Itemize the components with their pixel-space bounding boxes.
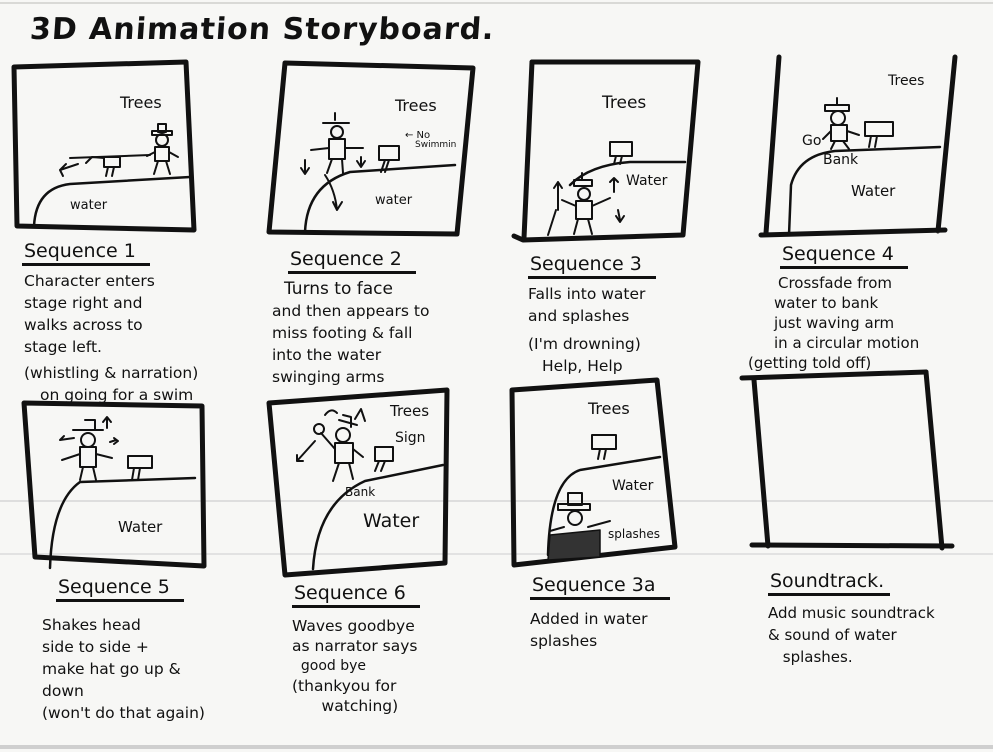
frame-sketch bbox=[511, 59, 701, 243]
description-line: (won't do that again) bbox=[42, 704, 205, 722]
sequence-heading: Sequence 5 bbox=[56, 576, 184, 602]
frame-sketch bbox=[758, 54, 958, 238]
storyboard-frame-soundtrack bbox=[739, 369, 993, 570]
label-trees: Trees bbox=[390, 402, 430, 420]
description-line: swinging arms bbox=[272, 368, 385, 386]
description-line: Character enters bbox=[24, 272, 155, 290]
description-line: splashes. bbox=[778, 648, 853, 666]
label-bank: Bank bbox=[345, 485, 376, 499]
frame-sketch bbox=[509, 377, 678, 568]
description-line: Waves goodbye bbox=[292, 617, 415, 635]
frame-sketch bbox=[739, 369, 955, 551]
description-line: Added in water bbox=[530, 610, 648, 628]
scan-line bbox=[0, 500, 993, 502]
label-sign: Sign bbox=[395, 430, 426, 446]
label-trees: Trees bbox=[395, 96, 437, 115]
sequence-heading: Sequence 2 bbox=[288, 248, 416, 274]
sequence-heading: Sequence 1 bbox=[22, 240, 150, 266]
storyboard-frame-seq6: Trees Sign Bank Water bbox=[255, 385, 505, 580]
description-line: into the water bbox=[272, 346, 382, 364]
storyboard-frame-seq2: Trees ← No Swimmin water bbox=[255, 60, 505, 240]
character-icon bbox=[561, 172, 611, 235]
caption-seq6: Sequence 6 Waves goodbye as narrator say… bbox=[292, 582, 420, 716]
description-line: walks across to bbox=[24, 316, 143, 334]
storyboard-frame-seq3a: Trees Water splashes bbox=[500, 375, 750, 575]
label-water: Water bbox=[612, 478, 654, 494]
description-line: good bye bbox=[292, 658, 367, 674]
label-water: water bbox=[70, 198, 108, 213]
description-line: (getting told off) bbox=[748, 354, 872, 372]
storyboard-frame-seq3: Trees Water bbox=[500, 59, 740, 245]
description-line: Turns to face bbox=[284, 279, 393, 299]
description-line: in a circular motion bbox=[774, 334, 920, 352]
label-water: Water bbox=[118, 518, 163, 536]
description-line: down bbox=[42, 682, 84, 700]
label-no-swimming-2: Swimmin bbox=[415, 140, 457, 150]
description-line: Add music soundtrack bbox=[768, 604, 935, 622]
scan-line bbox=[0, 745, 993, 749]
character-icon bbox=[146, 123, 179, 175]
caption-seq3a: Sequence 3a Added in water splashes bbox=[530, 574, 670, 652]
label-no-swimming: ← No bbox=[405, 130, 431, 141]
label-splashes: splashes bbox=[608, 527, 661, 541]
character-icon bbox=[310, 112, 364, 174]
label-trees: Trees bbox=[888, 73, 925, 89]
frame-sketch bbox=[21, 400, 207, 570]
description-line: as narrator says bbox=[292, 637, 418, 655]
character-icon bbox=[61, 419, 113, 481]
description-line: & sound of water bbox=[768, 626, 897, 644]
description-line: Shakes head bbox=[42, 616, 141, 634]
description-line: miss footing & fall bbox=[272, 324, 413, 342]
character-icon bbox=[822, 97, 860, 150]
label-water: water bbox=[375, 193, 413, 208]
note-line: (whistling & narration) bbox=[24, 364, 199, 382]
description-line: splashes bbox=[530, 632, 598, 650]
scan-line bbox=[0, 553, 993, 555]
sequence-heading: Soundtrack. bbox=[768, 570, 891, 596]
description-line: stage right and bbox=[24, 294, 143, 312]
caption-seq4: Sequence 4 Crossfade from water to bank … bbox=[748, 243, 919, 373]
caption-seq3: Sequence 3 Falls into water and splashes… bbox=[528, 253, 656, 377]
caption-seq1: Sequence 1 Character enters stage right … bbox=[22, 240, 198, 406]
note-line: Help, Help bbox=[542, 357, 623, 375]
note-line: on going for a swim bbox=[40, 386, 194, 404]
description-line: side to side + bbox=[42, 638, 149, 656]
sequence-heading: Sequence 3a bbox=[530, 574, 670, 600]
caption-seq2: Sequence 2 Turns to face and then appear… bbox=[272, 248, 429, 388]
storyboard-frame-seq1: Trees water bbox=[0, 59, 250, 235]
description-line: and splashes bbox=[528, 307, 630, 325]
label-go: Go bbox=[802, 133, 822, 149]
description-line: just waving arm bbox=[774, 314, 895, 332]
description-line: water to bank bbox=[774, 294, 879, 312]
label-water: Water bbox=[851, 182, 896, 200]
caption-seq5: Sequence 5 Shakes head side to side + ma… bbox=[42, 576, 205, 724]
description-line: watching) bbox=[292, 697, 399, 715]
description-line: (thankyou for bbox=[292, 677, 397, 695]
page-title: 3D Animation Storyboard. bbox=[28, 12, 496, 47]
frame-sketch bbox=[266, 387, 450, 578]
storyboard-frame-seq5: Water bbox=[0, 390, 260, 575]
label-bank: Bank bbox=[823, 152, 859, 168]
character-icon bbox=[320, 414, 364, 482]
note-line: (I'm drowning) bbox=[528, 335, 641, 353]
description-line: make hat go up & bbox=[42, 660, 181, 678]
sequence-heading: Sequence 3 bbox=[528, 253, 656, 279]
description-line: Falls into water bbox=[528, 285, 646, 303]
frame-sketch bbox=[11, 59, 197, 233]
label-trees: Trees bbox=[602, 93, 647, 113]
character-icon bbox=[549, 492, 611, 532]
caption-soundtrack: Soundtrack. Add music soundtrack & sound… bbox=[768, 570, 935, 668]
label-water: Water bbox=[626, 173, 668, 189]
sequence-heading: Sequence 6 bbox=[292, 582, 420, 608]
frame-sketch bbox=[266, 60, 476, 237]
sequence-heading: Sequence 4 bbox=[780, 243, 908, 269]
description-line: and then appears to bbox=[272, 302, 430, 320]
label-trees: Trees bbox=[120, 93, 162, 112]
label-water: Water bbox=[363, 510, 420, 532]
description-line: stage left. bbox=[24, 338, 102, 356]
label-trees: Trees bbox=[588, 399, 630, 418]
description-line: Crossfade from bbox=[778, 274, 893, 292]
scan-line bbox=[0, 2, 993, 4]
storyboard-frame-seq4: Trees Go Bank Water bbox=[745, 54, 993, 240]
